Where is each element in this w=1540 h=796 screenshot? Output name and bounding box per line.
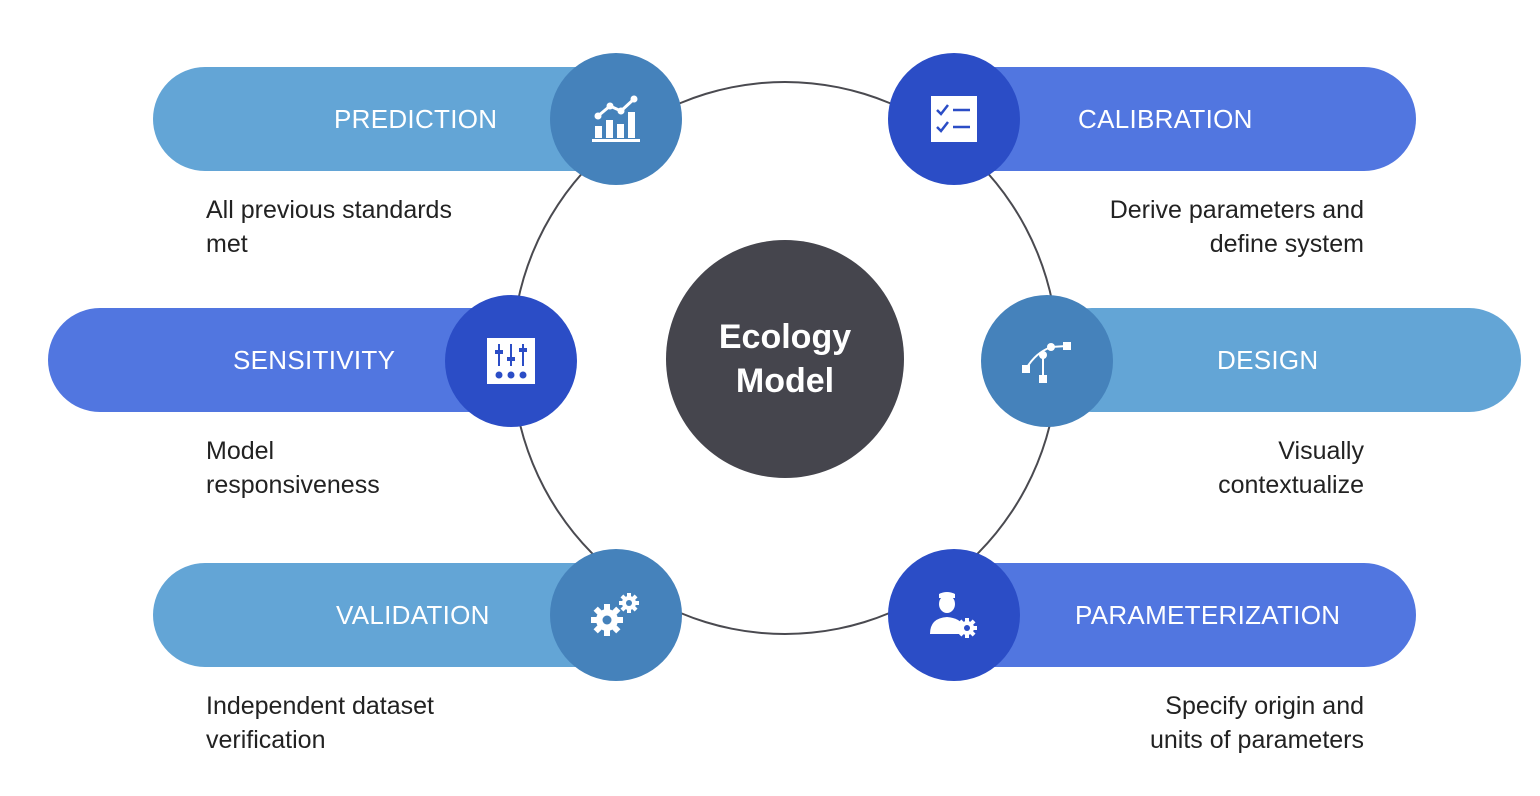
design-pill: DESIGN <box>1040 308 1521 412</box>
sensitivity-description: Model responsiveness <box>206 437 380 499</box>
sensitivity-label: SENSITIVITY <box>233 344 396 375</box>
parameterization-label: PARAMETERIZATION <box>1075 599 1341 630</box>
prediction-badge <box>550 53 682 185</box>
center-title-line1: Ecology <box>718 318 852 356</box>
calibration-label: CALIBRATION <box>1078 103 1253 134</box>
calibration-description: Derive parameters and define system <box>1109 196 1364 258</box>
bezier-curve-icon <box>1022 342 1071 383</box>
validation-badge <box>550 549 682 681</box>
validation-description: Independent dataset verification <box>206 692 434 754</box>
gears-icon <box>591 593 639 636</box>
prediction-description: All previous standards met <box>206 196 452 258</box>
prediction-label: PREDICTION <box>334 103 498 134</box>
parameterization-badge <box>888 549 1020 681</box>
checklist-icon <box>931 96 977 142</box>
user-gear-icon <box>930 592 977 638</box>
sliders-icon <box>487 338 535 384</box>
sensitivity-badge <box>445 295 577 427</box>
parameterization-description: Specify origin and units of parameters <box>1150 692 1364 754</box>
validation-label: VALIDATION <box>336 599 490 630</box>
bar-chart-trend-icon <box>592 95 640 142</box>
design-badge <box>981 295 1113 427</box>
design-description: Visually contextualize <box>1218 437 1364 499</box>
center-title-line2: Model <box>735 362 835 400</box>
ecology-model-hub: Ecology Model <box>666 240 904 478</box>
calibration-badge <box>888 53 1020 185</box>
design-label: DESIGN <box>1217 344 1319 375</box>
